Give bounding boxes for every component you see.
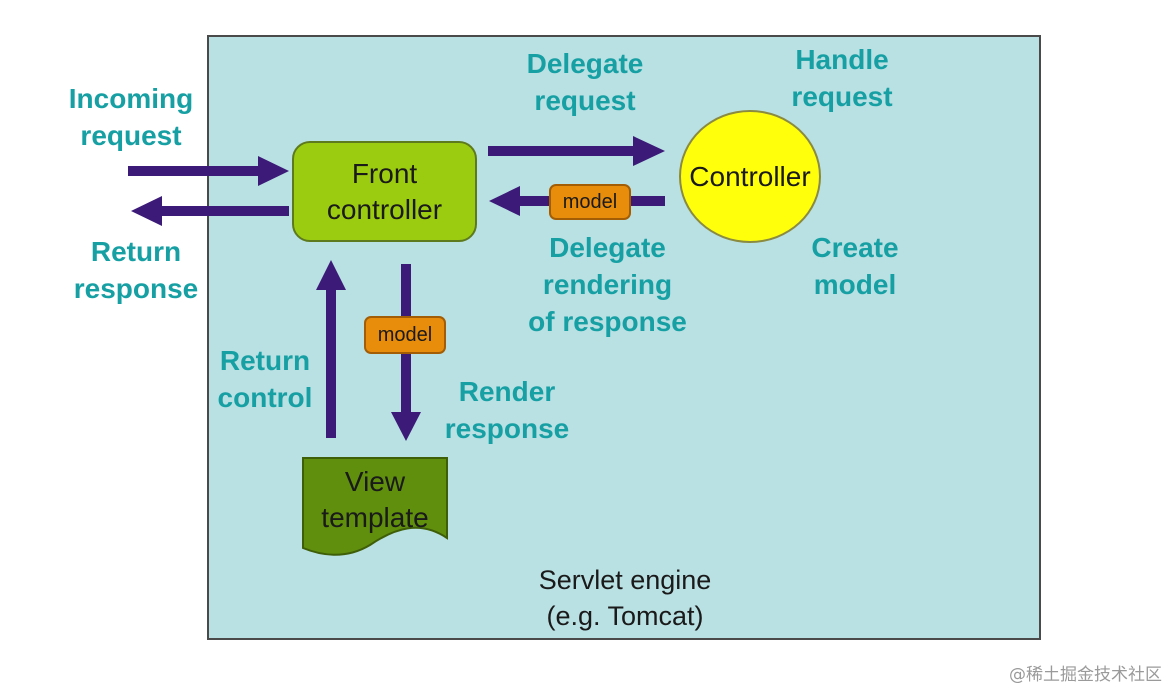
servlet-engine-line1: Servlet engine bbox=[538, 565, 712, 595]
render-response-label: Render response bbox=[432, 373, 582, 447]
return-response-line1: Return bbox=[90, 236, 182, 267]
return-control-arrow bbox=[316, 260, 346, 438]
controller-node: Controller bbox=[679, 110, 821, 243]
delegate-request-arrow bbox=[488, 136, 665, 166]
front-controller-node: Front controller bbox=[292, 141, 477, 242]
front-controller-line2: controller bbox=[326, 193, 443, 225]
model-badge-horizontal: model bbox=[549, 184, 631, 220]
incoming-request-label: Incoming request bbox=[52, 80, 210, 154]
return-response-line2: response bbox=[73, 273, 199, 304]
create-model-line2: model bbox=[813, 269, 897, 300]
model-badge-vertical: model bbox=[364, 316, 446, 354]
delegate-rendering-line3: of response bbox=[528, 306, 687, 337]
handle-request-label: Handle request bbox=[770, 41, 914, 115]
return-response-label: Return response bbox=[60, 233, 212, 307]
return-control-line1: Return bbox=[219, 345, 311, 376]
watermark: @稀土掘金技术社区 bbox=[1009, 665, 1162, 685]
delegate-request-line1: Delegate bbox=[526, 48, 644, 79]
front-controller-line1: Front bbox=[351, 157, 418, 189]
handle-request-line2: request bbox=[791, 81, 893, 112]
handle-request-line1: Handle bbox=[795, 44, 889, 75]
servlet-engine-label: Servlet engine (e.g. Tomcat) bbox=[490, 562, 760, 634]
incoming-request-line1: Incoming bbox=[68, 83, 194, 114]
view-template-line1: View bbox=[344, 466, 406, 497]
delegate-request-label: Delegate request bbox=[505, 45, 665, 119]
incoming-request-line2: request bbox=[80, 120, 182, 151]
controller-label: Controller bbox=[689, 160, 811, 192]
delegate-rendering-line2: rendering bbox=[542, 269, 673, 300]
render-response-line1: Render bbox=[458, 376, 556, 407]
view-template-line2: template bbox=[321, 502, 429, 533]
delegate-request-line2: request bbox=[534, 85, 636, 116]
incoming-request-arrow bbox=[128, 156, 289, 186]
delegate-rendering-label: Delegate rendering of response bbox=[510, 229, 705, 340]
return-control-label: Return control bbox=[205, 342, 325, 416]
delegate-rendering-line1: Delegate bbox=[549, 232, 666, 263]
return-response-arrow bbox=[131, 196, 289, 226]
render-response-line2: response bbox=[444, 413, 570, 444]
create-model-line1: Create bbox=[811, 232, 899, 263]
return-control-line2: control bbox=[217, 382, 313, 413]
view-template-label: View template bbox=[303, 464, 447, 536]
create-model-label: Create model bbox=[798, 229, 912, 303]
view-template-shape bbox=[302, 457, 448, 556]
servlet-engine-line2: (e.g. Tomcat) bbox=[546, 601, 704, 631]
